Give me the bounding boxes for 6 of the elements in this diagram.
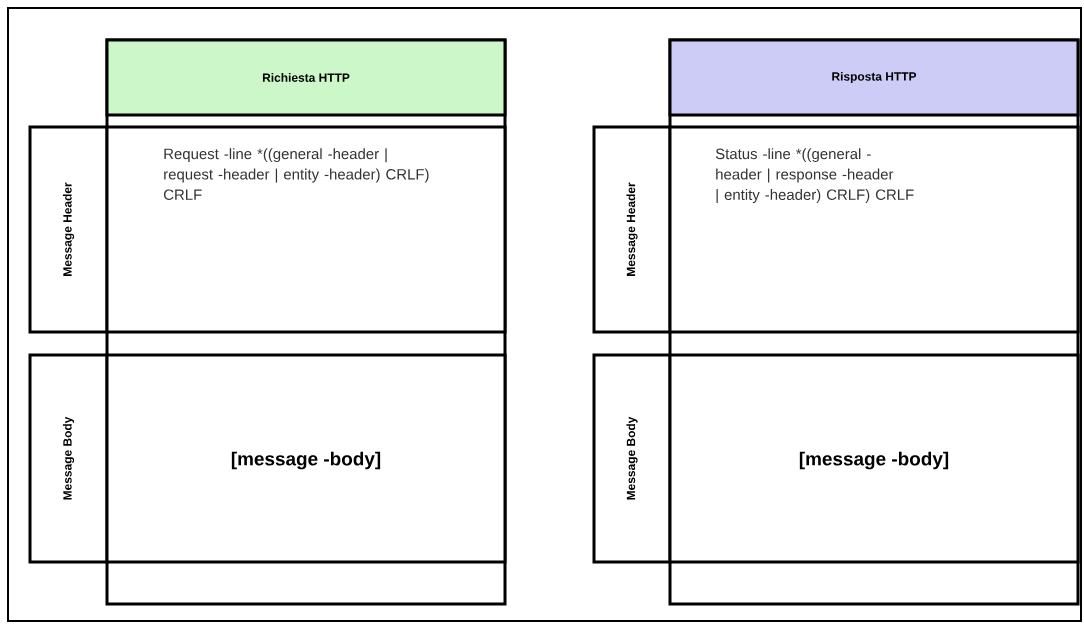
side-label-box: Message Header — [592, 125, 672, 334]
title-box: Risposta HTTP — [668, 38, 1080, 117]
side-label-box: Message Body — [592, 353, 672, 564]
side-label-box: Message Header — [28, 125, 109, 334]
side-label-box: Message Body — [28, 353, 109, 564]
title-box: Richiesta HTTP — [105, 38, 507, 117]
